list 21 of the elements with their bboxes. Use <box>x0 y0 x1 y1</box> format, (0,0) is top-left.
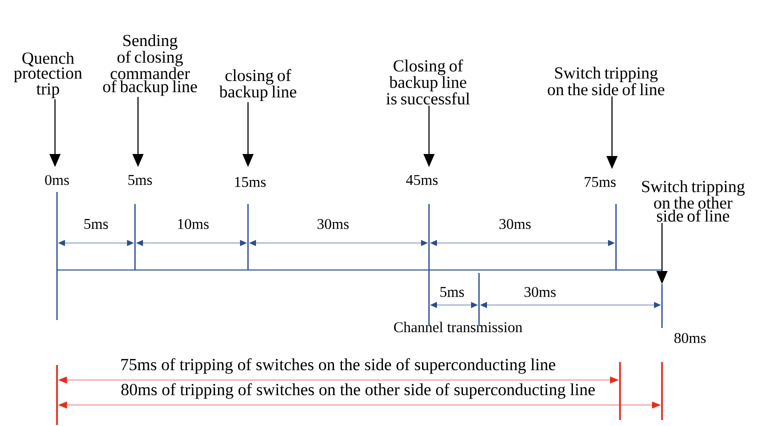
time-label: 15ms <box>235 177 266 187</box>
event-label: Switch tripping on the side of line <box>548 66 664 96</box>
event-label: Sending of closing commander of backup line <box>103 34 197 96</box>
interval-label: 5ms <box>84 219 108 229</box>
interval-label: 10ms <box>178 218 209 230</box>
interval-label: 30ms <box>318 218 349 230</box>
time-label: 75ms <box>584 177 616 187</box>
duration-label: 80ms of tripping of switches on the other side of superconducting line <box>120 382 596 400</box>
interval-label: 30ms <box>500 218 531 230</box>
event-label: Closing of backup line is successful <box>386 60 470 105</box>
time-label: 45ms <box>406 175 438 185</box>
event-label: Quench protection trip <box>14 52 82 98</box>
time-label: 0ms <box>45 174 69 186</box>
event-label: Switch tripping on the other side of line <box>642 180 745 222</box>
interval-label: 30ms <box>524 286 556 298</box>
duration-label: 75ms of tripping of switches on the side of superconducting line <box>119 357 557 375</box>
time-label: 5ms <box>128 175 152 185</box>
interval-label: 5ms <box>440 287 464 297</box>
time-label: 80ms <box>674 332 706 344</box>
event-label: closing of backup line <box>219 69 296 101</box>
channel-label: Channel transmission <box>394 322 522 332</box>
